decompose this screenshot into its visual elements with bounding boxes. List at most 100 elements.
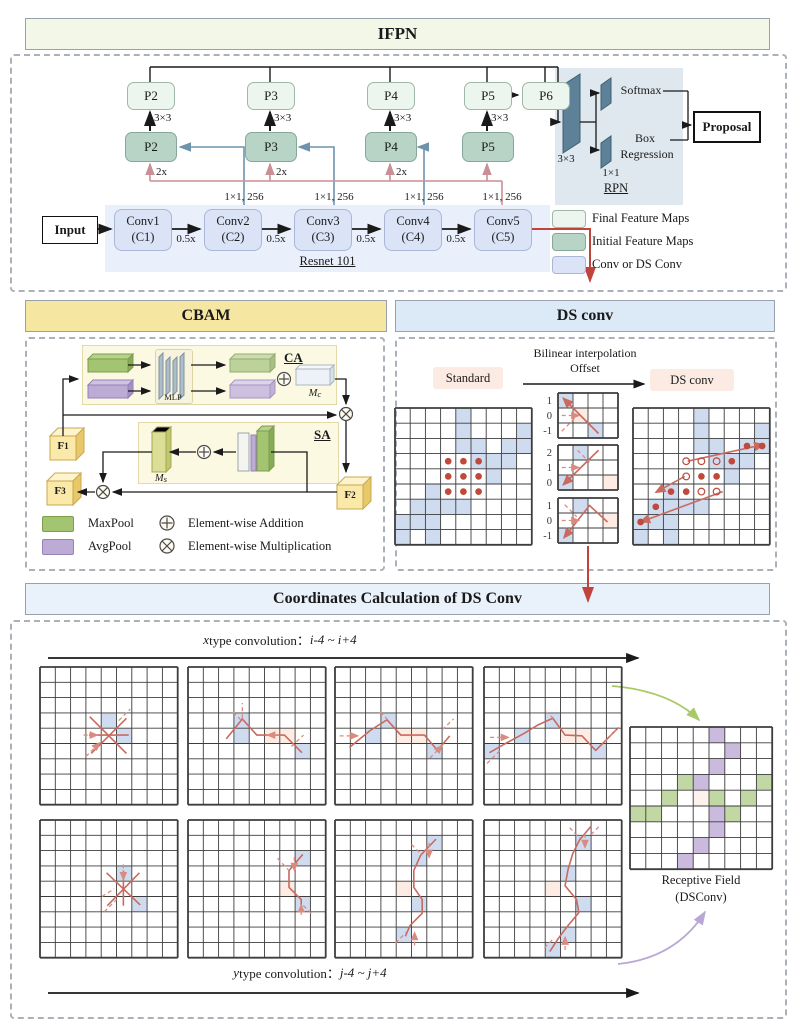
conv33-label-1: 3×3 (154, 112, 172, 124)
rpn-conv11-label: 1×1 (602, 167, 620, 179)
legend-swatch-final (552, 210, 586, 228)
yconv-grid-2 (187, 819, 327, 959)
receptive-field-label-1: Receptive Field (661, 873, 741, 887)
x-type-label: x type convolution： i-4 ~ i+4 (203, 631, 357, 649)
proposal-box: Proposal (693, 111, 761, 143)
cbam-mult-label: Element-wise Multiplication (188, 539, 332, 553)
lateral-label-1: 1×1, 256 (224, 191, 264, 203)
ifpn-lateral-connections (178, 142, 430, 205)
c5-to-coords-arrow (530, 228, 596, 283)
final-p4-box: P4 (367, 82, 415, 110)
cbam-shapes (45, 351, 373, 554)
cbam-add-label: Element-wise Addition (188, 516, 304, 530)
offset-grid-1-axis-0: 1 (547, 396, 552, 407)
coords-panel (10, 620, 787, 1019)
coords-header: Coordinates Calculation of DS Conv (25, 583, 770, 615)
offset-grid-1: 10-1 (543, 392, 619, 439)
initial-p4-box: P4 (365, 132, 417, 162)
cbam-title: CBAM (181, 307, 231, 324)
ms-slab (150, 425, 173, 474)
mc-slab (294, 363, 336, 387)
twox-label-2: 2x (276, 166, 287, 178)
sa-label: SA (314, 427, 331, 442)
offset-grid-3-axis-0: 1 (547, 501, 552, 512)
twox-label-3: 2x (396, 166, 407, 178)
avgpool-bar-right (228, 378, 277, 400)
standard-grid (394, 407, 533, 546)
ifpn-conv33-arrows (144, 90, 520, 131)
lateral-label-4: 1×1, 256 (482, 191, 522, 203)
f1-cube (48, 426, 86, 462)
resnet-label: Resnet 101 (299, 254, 356, 268)
initial-p3-box: P3 (245, 132, 297, 162)
dsconv-header: DS conv (395, 300, 775, 332)
cbam-panel (25, 337, 385, 571)
cbam-maxpool-swatch (42, 516, 74, 532)
conv33-label-2: 3×3 (274, 112, 292, 124)
lateral-label-2: 1×1, 256 (314, 191, 354, 203)
conv33-label-4: 3×3 (491, 112, 509, 124)
conv1-box: Conv1(C1) (114, 209, 172, 251)
xconv-grid-1 (39, 666, 179, 806)
receptive-field-grid (629, 726, 774, 871)
rpn-conv33-label: 3×3 (557, 153, 575, 165)
offset-grid-3-axis-2: -1 (543, 531, 552, 542)
rpn-name-label: RPN (603, 181, 629, 195)
yconv-grid-4 (483, 819, 623, 959)
halfx-label-1: 0.5x (176, 233, 196, 245)
rpn-regression-label: Regression (620, 147, 674, 161)
final-p2-box: P2 (127, 82, 175, 110)
rpn-boxreg-slab (600, 135, 612, 169)
coords-title: Coordinates Calculation of DS Conv (273, 590, 522, 607)
cbam-avgpool-swatch (42, 539, 74, 555)
lateral-label-3: 1×1, 256 (404, 191, 444, 203)
legend-initial-label: Initial Feature Maps (592, 234, 694, 248)
yconv-grid-1 (39, 819, 179, 959)
ifpn-panel (10, 54, 787, 292)
conv4-box: Conv4(C4) (384, 209, 442, 251)
conv5-box: Conv5(C5) (474, 209, 532, 251)
mlp-label: MLP (164, 392, 182, 402)
dsconv-grid (632, 407, 771, 546)
dsconv-label: DS conv (650, 369, 734, 391)
mlp-slabs (158, 351, 185, 401)
offset-grid-2-axis-1: 1 (547, 463, 552, 474)
legend-conv-label: Conv or DS Conv (592, 257, 682, 271)
offset-grid-2: 210 (547, 444, 619, 491)
xconv-grid-2 (187, 666, 327, 806)
rpn-softmax-slab (600, 77, 612, 111)
cbam-avgpool-label: AvgPool (88, 539, 132, 553)
rpn-softmax-label: Softmax (620, 83, 662, 97)
sa-conv-group (237, 424, 276, 473)
initial-p2-box: P2 (125, 132, 177, 162)
avgpool-bar-left (86, 378, 135, 400)
ifpn-title: IFPN (377, 24, 418, 43)
standard-label: Standard (433, 367, 503, 389)
halfx-label-2: 0.5x (266, 233, 286, 245)
offset-grid-3-axis-1: 0 (547, 516, 552, 527)
rpn-box-label: Box (634, 131, 655, 145)
offset-grid-1-axis-1: 0 (547, 411, 552, 422)
maxpool-bar-left (86, 352, 135, 374)
legend-swatch-conv (552, 256, 586, 274)
ca-label: CA (284, 350, 303, 365)
xconv-grid-4 (483, 666, 623, 806)
f2-cube (335, 475, 373, 511)
final-p5-box: P5 (464, 82, 512, 110)
offset-grid-2-axis-2: 0 (547, 478, 552, 489)
cbam-maxpool-label: MaxPool (88, 516, 134, 530)
ifpn-header: IFPN (25, 18, 770, 50)
final-p6-box: P6 (522, 82, 570, 110)
conv3-box: Conv3(C3) (294, 209, 352, 251)
halfx-label-3: 0.5x (356, 233, 376, 245)
halfx-label-4: 0.5x (446, 233, 466, 245)
conv33-label-3: 3×3 (394, 112, 412, 124)
legend-swatch-initial (552, 233, 586, 251)
